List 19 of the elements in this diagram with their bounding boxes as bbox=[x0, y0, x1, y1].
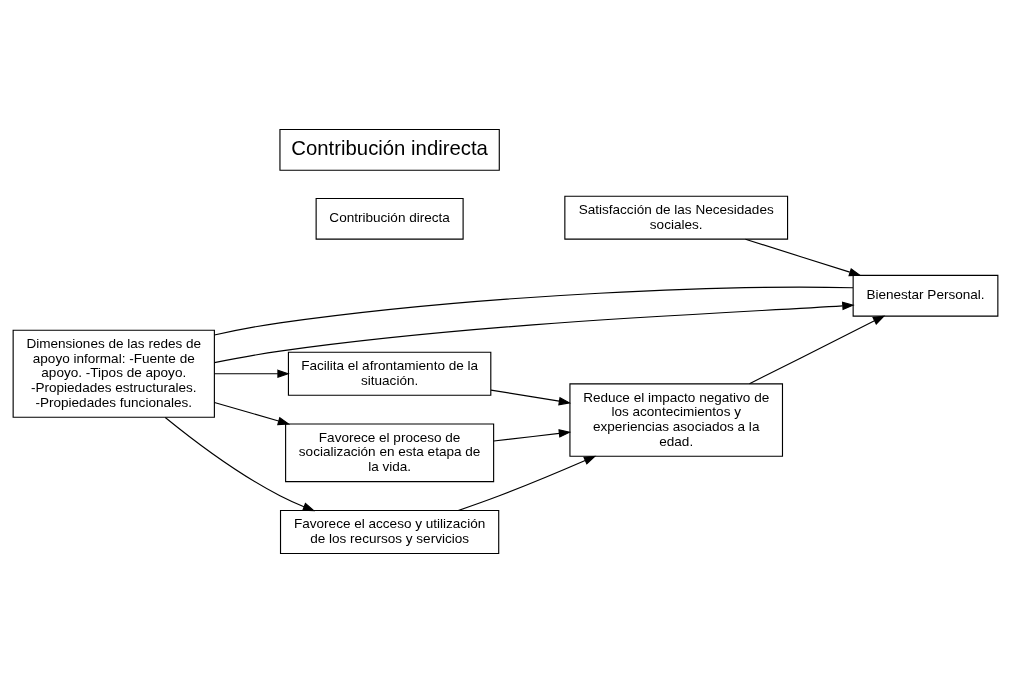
node-box: Favorece el acceso y utilización de los recursos y servicios bbox=[279, 509, 500, 555]
arrow bbox=[457, 455, 597, 512]
node-box: Bienestar Personal. bbox=[852, 274, 999, 317]
arrow bbox=[490, 389, 572, 406]
node-box: Dimensiones de las redes de apoyo informal: -Fuente de apoyo. -Tipos de apoyo. -Propiedades estructurales. -Propiedades funcionales. bbox=[12, 329, 215, 418]
node-box: Facilita el afrontamiento de la situación. bbox=[287, 351, 492, 396]
arrow bbox=[748, 315, 886, 385]
node-box: Contribución indirecta bbox=[279, 128, 500, 171]
node-box: Satisfacción de las Necesidades sociales. bbox=[564, 195, 789, 240]
arrow bbox=[213, 401, 291, 426]
arrow bbox=[493, 429, 572, 442]
arrow bbox=[164, 416, 316, 512]
node-box: Favorece el proceso de socialización en esta etapa de la vida. bbox=[285, 423, 495, 483]
connector bbox=[213, 286, 854, 336]
node-box: Reduce el impacto negativo de los acontecimientos y experiencias asociados a la edad. bbox=[569, 383, 784, 457]
arrow bbox=[744, 238, 862, 277]
arrow bbox=[213, 369, 290, 379]
arrow bbox=[213, 301, 855, 364]
node-box: Contribución directa bbox=[315, 197, 464, 240]
